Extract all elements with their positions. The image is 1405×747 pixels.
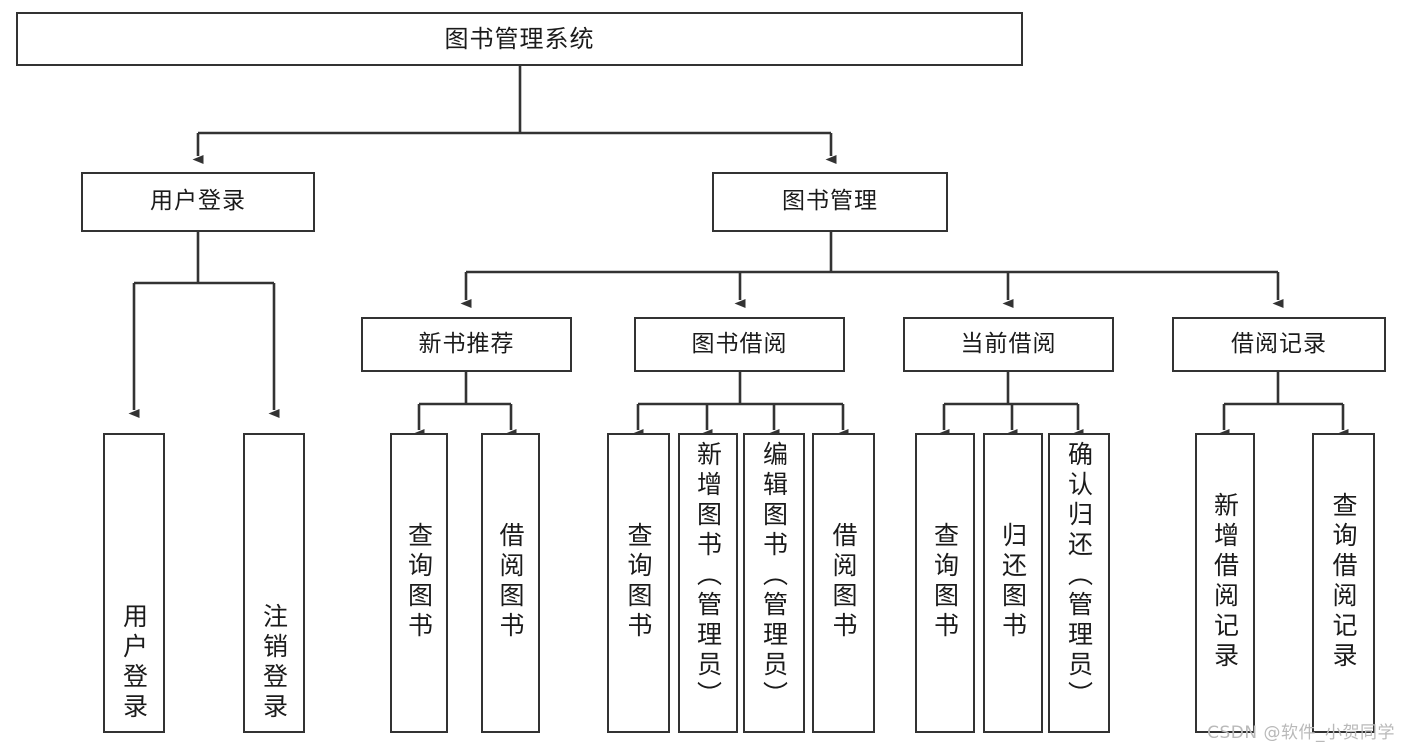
leaf-logout[interactable]: 注销登录	[243, 433, 305, 733]
leaf-bb-borrow-book[interactable]: 借阅图书	[812, 433, 875, 733]
node-label: 新增借阅记录	[1210, 492, 1240, 672]
node-book-borrow[interactable]: 图书借阅	[634, 317, 845, 372]
leaf-cb-confirm-return[interactable]: 确认归还（管理员）	[1048, 433, 1110, 733]
leaf-bb-edit-book[interactable]: 编辑图书（管理员）	[743, 433, 805, 733]
leaf-user-login[interactable]: 用户登录	[103, 433, 165, 733]
node-label: 查询借阅记录	[1329, 492, 1358, 672]
node-label: 图书管理系统	[444, 24, 595, 53]
node-root-system[interactable]: 图书管理系统	[16, 12, 1023, 66]
node-label: 当前借阅	[960, 330, 1057, 357]
node-label: 查询图书	[404, 522, 434, 642]
node-label: 新增图书（管理员）	[693, 441, 723, 711]
node-user-login[interactable]: 用户登录	[81, 172, 315, 232]
leaf-nb-borrow-book[interactable]: 借阅图书	[481, 433, 540, 733]
leaf-bb-query-book[interactable]: 查询图书	[607, 433, 670, 733]
leaf-cb-query-book[interactable]: 查询图书	[915, 433, 975, 733]
node-label: 注销登录	[259, 603, 289, 723]
node-label: 图书管理	[782, 188, 878, 215]
leaf-nb-query-book[interactable]: 查询图书	[390, 433, 448, 733]
leaf-bb-add-book[interactable]: 新增图书（管理员）	[678, 433, 738, 733]
node-borrow-record[interactable]: 借阅记录	[1172, 317, 1386, 372]
node-label: 查询图书	[624, 522, 653, 642]
node-label: 用户登录	[150, 188, 246, 215]
node-label: 确认归还（管理员）	[1064, 441, 1094, 711]
node-book-manage[interactable]: 图书管理	[712, 172, 948, 232]
node-label: 借阅图书	[496, 522, 525, 642]
node-label: 图书借阅	[691, 330, 788, 357]
leaf-cb-return-book[interactable]: 归还图书	[983, 433, 1043, 733]
node-label: 编辑图书（管理员）	[759, 441, 789, 711]
node-new-book-recommend[interactable]: 新书推荐	[361, 317, 572, 372]
leaf-br-add-record[interactable]: 新增借阅记录	[1195, 433, 1255, 733]
node-label: 借阅记录	[1231, 330, 1327, 357]
leaf-br-query-record[interactable]: 查询借阅记录	[1312, 433, 1375, 733]
node-label: 借阅图书	[829, 522, 858, 642]
watermark-text: CSDN @软件_小贺同学	[1207, 723, 1395, 743]
node-current-borrow[interactable]: 当前借阅	[903, 317, 1114, 372]
node-label: 用户登录	[119, 603, 149, 723]
node-label: 新书推荐	[418, 330, 515, 357]
node-label: 归还图书	[998, 522, 1028, 642]
node-label: 查询图书	[930, 522, 960, 642]
